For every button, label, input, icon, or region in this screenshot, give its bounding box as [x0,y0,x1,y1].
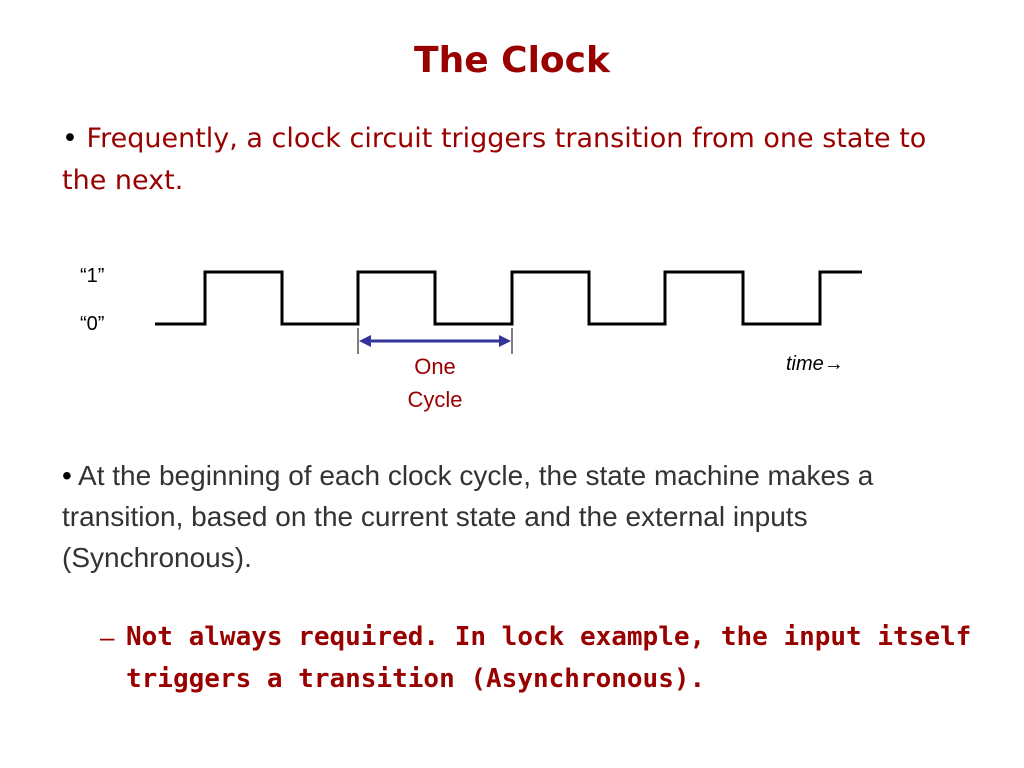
bullet-marker: • [62,460,72,491]
sub-bullet-text: Not always required. In lock example, th… [126,622,972,694]
label-low: “0” [80,313,104,335]
bullet-text: Frequently, a clock circuit triggers tra… [62,123,927,196]
arrow-right-icon: → [824,353,844,375]
clock-waveform-diagram: “1” “0” One Cycle time→ [80,265,862,412]
cycle-arrowhead-right [499,335,511,347]
label-high: “1” [80,265,104,287]
bullet-clock-cycle: • At the beginning of each clock cycle, … [62,455,962,578]
sub-bullet-asynchronous: – Not always required. In lock example, … [100,616,980,700]
cycle-label-line2: Cycle [407,387,462,412]
cycle-label-line1: One [414,354,456,379]
cycle-arrowhead-left [359,335,371,347]
bullet-marker: • [62,123,78,154]
slide-title: The Clock [414,40,610,81]
bullet-clock-trigger: • Frequently, a clock circuit triggers t… [62,118,942,202]
clock-signal [155,270,862,326]
time-label: time→ [786,353,844,375]
sub-bullet-marker: – [100,622,115,652]
bullet-text: At the beginning of each clock cycle, th… [62,460,874,573]
